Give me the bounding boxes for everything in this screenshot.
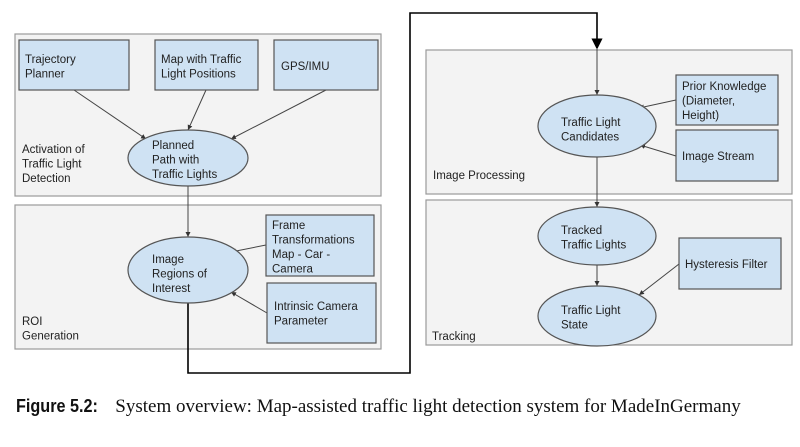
gps-imu-label: GPS/IMU xyxy=(281,61,330,73)
tracking-panel-label-line: Tracking xyxy=(432,331,476,343)
map-traffic-lights-label-line: Map with Traffic xyxy=(161,54,242,66)
activation-panel-label-line: Detection xyxy=(22,173,71,185)
prior-knowledge-label-line: Prior Knowledge xyxy=(682,81,766,93)
activation-panel-label-line: Traffic Light xyxy=(22,159,82,171)
planned-path-label-line: Traffic Lights xyxy=(152,169,217,181)
image-stream-label-line: Image Stream xyxy=(682,151,754,163)
edge-trajectory-to-planned xyxy=(73,89,147,140)
activation-panel-label-line: Activation of xyxy=(22,144,85,156)
image-stream-label: Image Stream xyxy=(682,151,754,163)
frame-transformations-label-line: Map - Car - xyxy=(272,249,330,261)
caption-text: System overview: Map-assisted traffic li… xyxy=(115,396,741,417)
edge-prior-to-candidates xyxy=(638,99,677,110)
edge-intrinsic-to-roi xyxy=(230,291,268,314)
planned-path-label-line: Planned xyxy=(152,140,194,152)
planned-path-node xyxy=(127,129,249,187)
edge-map-to-planned xyxy=(187,89,207,131)
tracking-panel-label: Tracking xyxy=(432,331,476,343)
tl-candidates-label-line: Traffic Light xyxy=(561,117,621,129)
frame-transformations-label-line: Camera xyxy=(272,264,314,276)
image-processing-panel-label: Image Processing xyxy=(433,170,525,182)
edge-hysteresis-to-state xyxy=(638,263,680,296)
image-roi-node xyxy=(127,236,249,304)
planned-path-label-line: Path with xyxy=(152,155,199,167)
frame-transformations-label-line: Transformations xyxy=(272,235,355,247)
tl-state-label-line: State xyxy=(561,320,588,332)
prior-knowledge-box xyxy=(675,74,779,126)
frame-transformations-box xyxy=(265,214,375,277)
roi-panel-label-line: Generation xyxy=(22,331,79,343)
tl-candidates-node xyxy=(537,94,657,158)
prior-knowledge-label: Prior Knowledge (Diameter, Height) xyxy=(682,81,766,122)
edge-stream-to-candidates xyxy=(639,144,677,157)
prior-knowledge-label-line: Height) xyxy=(682,110,719,122)
gps-imu-label-line: GPS/IMU xyxy=(281,61,330,73)
figure-caption: Figure 5.2: System overview: Map-assiste… xyxy=(16,394,791,419)
intrinsic-camera-label-line: Intrinsic Camera xyxy=(274,301,358,313)
edge-gps-to-planned xyxy=(230,89,327,140)
gps-imu-box xyxy=(273,39,379,91)
roi-panel-label-line: ROI xyxy=(22,316,42,328)
hysteresis-filter-box xyxy=(678,237,782,290)
tl-state-label-line: Traffic Light xyxy=(561,305,621,317)
tl-candidates-label-line: Candidates xyxy=(561,132,619,144)
trajectory-planner-box xyxy=(18,39,130,91)
roi-to-image-processing-connector xyxy=(187,12,603,374)
trajectory-planner-label-line: Planner xyxy=(25,69,65,81)
trajectory-planner-label-line: Trajectory xyxy=(25,54,76,66)
image-stream-box xyxy=(675,129,779,182)
intrinsic-camera-label-line: Parameter xyxy=(274,316,328,328)
hysteresis-filter-label: Hysteresis Filter xyxy=(685,259,768,271)
map-traffic-lights-label-line: Light Positions xyxy=(161,69,236,81)
tracked-tl-label-line: Tracked xyxy=(561,225,602,237)
caption-label: Figure 5.2: xyxy=(16,396,98,416)
image-roi-label-line: Interest xyxy=(152,283,191,295)
image-roi-label-line: Image xyxy=(152,254,184,266)
image-roi-label-line: Regions of xyxy=(152,269,208,281)
roi-panel-label: ROI Generation xyxy=(22,316,79,343)
prior-knowledge-label-line: (Diameter, xyxy=(682,96,735,108)
image-processing-panel-label-line: Image Processing xyxy=(433,170,525,182)
tracked-tl-node xyxy=(537,206,657,266)
intrinsic-camera-box xyxy=(266,282,377,344)
hysteresis-filter-label-line: Hysteresis Filter xyxy=(685,259,768,271)
tl-state-node xyxy=(537,285,657,347)
tracked-tl-label-line: Traffic Lights xyxy=(561,240,626,252)
map-traffic-lights-box xyxy=(154,39,259,91)
frame-transformations-label-line: Frame xyxy=(272,220,305,232)
